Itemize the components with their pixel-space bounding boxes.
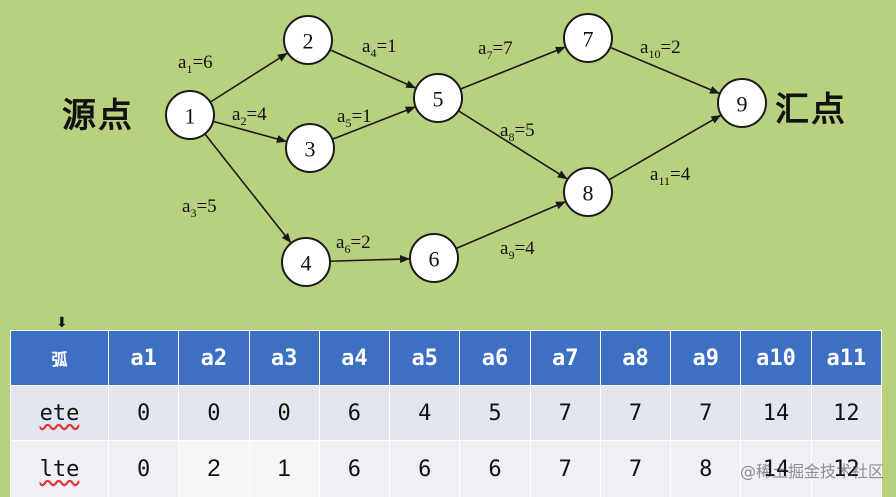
- cell-lte-a6: 6: [460, 441, 530, 497]
- edge-label-a11: a11=4: [650, 164, 691, 188]
- aoe-network-diagram: a1=6 a2=4 a3=5 a4=1 a5=1 a6=2 a7=7 a8=5 a9=4 a10=…: [0, 0, 896, 310]
- edge-label-a10: a10=2: [640, 37, 681, 61]
- node-4: 4: [282, 238, 330, 286]
- cell-ete-a6: 5: [460, 386, 530, 441]
- node-8: 8: [564, 168, 612, 216]
- cell-ete-a5: 4: [390, 386, 460, 441]
- edge-label-a6: a6=2: [336, 232, 371, 256]
- svg-text:4: 4: [301, 251, 312, 276]
- cell-lte-a1: 0: [109, 441, 179, 497]
- column-header-a6: a6: [460, 331, 530, 386]
- edge-label-a5: a5=1: [337, 106, 372, 130]
- edge-a11: [609, 116, 721, 180]
- edge-label-a3: a3=5: [182, 196, 217, 220]
- cell-ete-a2: 0: [179, 386, 249, 441]
- column-header-a1: a1: [109, 331, 179, 386]
- edge-label-a7: a7=7: [478, 38, 513, 62]
- source-label: 源点: [62, 88, 134, 137]
- cell-lte-a9: 8: [671, 441, 741, 497]
- column-header-a7: a7: [530, 331, 600, 386]
- cell-lte-a8: 7: [600, 441, 670, 497]
- svg-text:7: 7: [583, 27, 594, 52]
- column-header-a9: a9: [671, 331, 741, 386]
- node-6: 6: [410, 234, 458, 282]
- cell-lte-a5: 6: [390, 441, 460, 497]
- column-header-a2: a2: [179, 331, 249, 386]
- watermark: @稀土掘金技术社区: [740, 458, 884, 482]
- edge-a8: [458, 111, 566, 179]
- cell-lte-a4: 6: [319, 441, 389, 497]
- edge-label-a2: a2=4: [232, 104, 267, 128]
- node-7: 7: [564, 14, 612, 62]
- sink-label: 汇点: [775, 82, 847, 131]
- cell-ete-a9: 7: [671, 386, 741, 441]
- cell-ete-a3: 0: [249, 386, 319, 441]
- cell-ete-a11: 12: [811, 386, 881, 441]
- edge-label-a8: a8=5: [500, 120, 535, 144]
- svg-text:6: 6: [429, 247, 440, 272]
- column-header-a5: a5: [390, 331, 460, 386]
- svg-text:2: 2: [303, 29, 314, 54]
- column-header-a4: a4: [319, 331, 389, 386]
- column-header-a3: a3: [249, 331, 319, 386]
- node-3: 3: [286, 124, 334, 172]
- cell-ete-a8: 7: [600, 386, 670, 441]
- edge-a9: [456, 202, 565, 249]
- row-label-ete: ete: [11, 386, 109, 441]
- edge-a6: [330, 259, 409, 261]
- svg-text:3: 3: [305, 137, 316, 162]
- edge-label-a9: a9=4: [500, 238, 535, 262]
- cell-ete-a10: 14: [741, 386, 811, 441]
- cell-lte-a7: 7: [530, 441, 600, 497]
- cell-ete-a4: 6: [319, 386, 389, 441]
- node-2: 2: [284, 16, 332, 64]
- column-header-a8: a8: [600, 331, 670, 386]
- table-corner-header: 弧: [11, 331, 109, 386]
- cell-lte-a2: 2: [179, 441, 249, 497]
- svg-text:1: 1: [185, 104, 196, 129]
- svg-text:5: 5: [433, 87, 444, 112]
- column-header-a10: a10: [741, 331, 811, 386]
- edge-label-a4: a4=1: [362, 36, 397, 60]
- edge-a1: [210, 53, 287, 102]
- node-1: 1: [166, 91, 214, 139]
- cell-ete-a1: 0: [109, 386, 179, 441]
- edge-label-a1: a1=6: [178, 52, 213, 76]
- node-9: 9: [718, 79, 766, 127]
- edge-a3: [205, 134, 291, 243]
- cell-lte-a3: 1: [249, 441, 319, 497]
- svg-text:9: 9: [737, 92, 748, 117]
- cell-ete-a7: 7: [530, 386, 600, 441]
- node-5: 5: [414, 74, 462, 122]
- row-label-lte: lte: [11, 441, 109, 497]
- svg-text:8: 8: [583, 181, 594, 206]
- column-header-a11: a11: [811, 331, 881, 386]
